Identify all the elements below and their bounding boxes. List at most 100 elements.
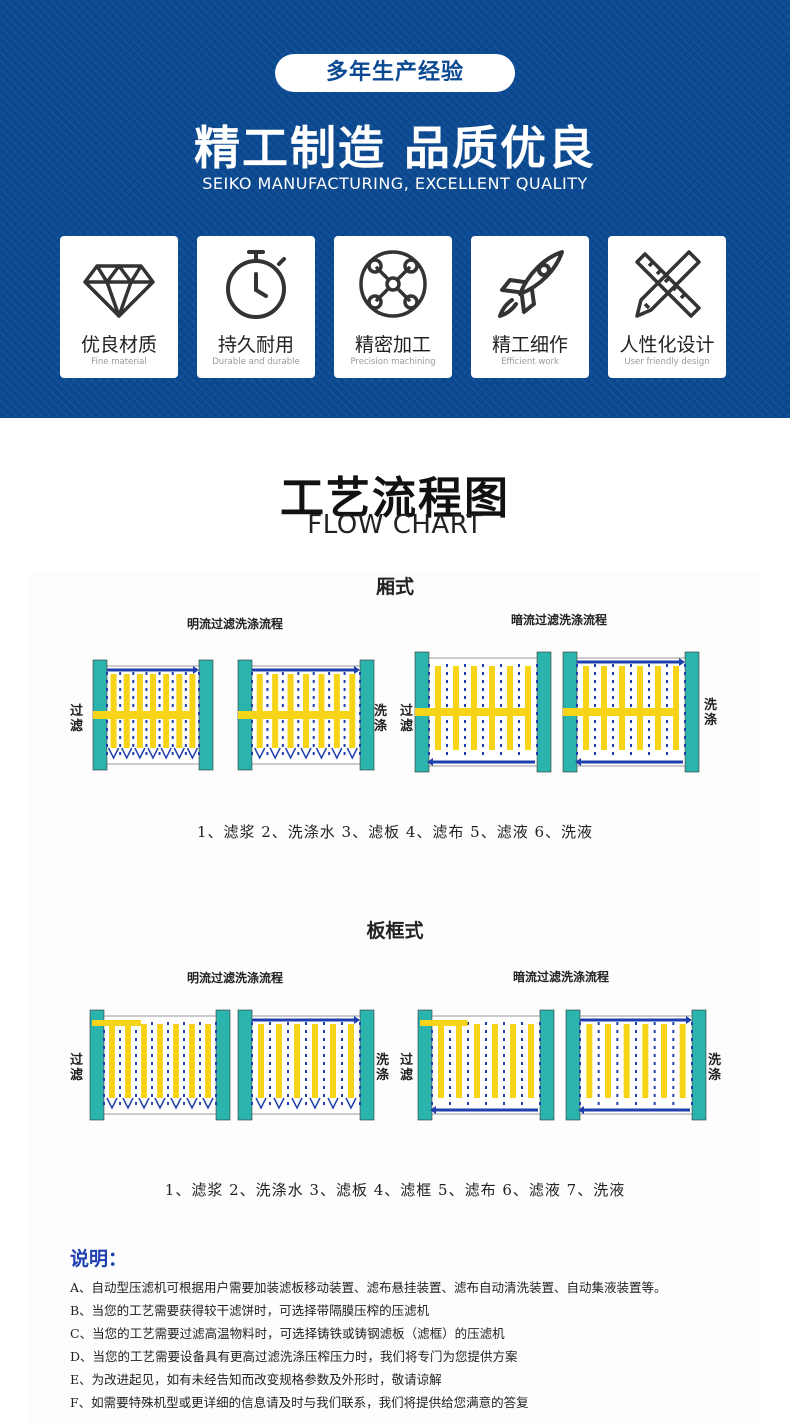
plate-frame-wash-side-label: 洗涤 bbox=[376, 1053, 390, 1083]
feed-channel bbox=[238, 711, 350, 719]
cloth-tip bbox=[273, 1097, 285, 1110]
plate-frame-dark-wash-side-label: 洗涤 bbox=[708, 1053, 722, 1083]
arrow-head bbox=[427, 758, 433, 766]
arrow-head bbox=[193, 666, 199, 674]
cloth-tip bbox=[315, 747, 328, 760]
chamber-fill bbox=[510, 1024, 516, 1098]
feed-channel bbox=[415, 708, 527, 716]
end-plate bbox=[539, 1009, 555, 1121]
flow-chart-subtitle: FLOW CHART bbox=[307, 510, 483, 540]
chamber-fill bbox=[348, 1024, 354, 1098]
chamber-fill bbox=[205, 1024, 211, 1098]
ruler-pencil-icon bbox=[635, 250, 701, 318]
cloth-tip bbox=[107, 747, 120, 760]
cloth-tip bbox=[186, 1097, 198, 1110]
cloth-tip bbox=[202, 1097, 214, 1110]
cloth-tip bbox=[300, 747, 312, 760]
cloth-tip bbox=[331, 747, 343, 760]
chamber-fill bbox=[586, 1024, 593, 1098]
end-plate bbox=[536, 651, 552, 773]
chamber-fill bbox=[623, 1024, 630, 1098]
feed-channel bbox=[93, 711, 192, 719]
cloth-tip bbox=[138, 1097, 150, 1110]
cloth-tip bbox=[122, 1097, 134, 1110]
cloth-tip bbox=[134, 747, 146, 760]
chamber-fill bbox=[276, 1024, 282, 1098]
chamber-section-title: 厢式 bbox=[375, 576, 414, 598]
chamber-fill bbox=[474, 1024, 480, 1098]
feature-card-precision: 精密加工 Precision machining bbox=[334, 236, 452, 378]
chamber-fill bbox=[528, 1024, 534, 1098]
chamber-fill bbox=[330, 1024, 336, 1098]
feature-card-design: 人性化设计 User friendly design bbox=[608, 236, 726, 378]
experience-pill: 多年生产经验 bbox=[275, 54, 515, 92]
chamber-fill bbox=[438, 1024, 444, 1098]
plate-frame-open-label: 明流过滤洗涤流程 bbox=[187, 971, 284, 985]
chamber-fill bbox=[173, 1024, 179, 1098]
cloth-tip bbox=[327, 1097, 339, 1110]
note-item: C、当您的工艺需要过滤高温物料时，可选择铸铁或铸钢滤板（滤框）的压滤机 bbox=[70, 1326, 505, 1341]
chamber-fill bbox=[492, 1024, 498, 1098]
chamber-filter-side-label: 过滤 bbox=[70, 704, 84, 734]
note-item: E、为改进起见，如有未经告知而改变规格参数及外形时，敬请谅解 bbox=[70, 1372, 442, 1387]
cloth-tip bbox=[160, 747, 172, 760]
end-plate bbox=[237, 1009, 253, 1121]
cloth-tip bbox=[345, 1097, 357, 1110]
note-item: D、当您的工艺需要设备具有更高过滤洗涤压榨压力时，我们将专门为您提供方案 bbox=[70, 1349, 518, 1364]
cloth-tip bbox=[284, 747, 297, 760]
chamber-fill bbox=[157, 1024, 163, 1098]
chamber-dark-label: 暗流过滤洗涤流程 bbox=[511, 613, 608, 627]
chamber-fill bbox=[642, 1024, 649, 1098]
feature-card-durable: 持久耐用 Durable and durable bbox=[197, 236, 315, 378]
feed-channel bbox=[92, 1020, 141, 1026]
note-item: B、当您的工艺需要获得较干滤饼时，可选择带隔膜压榨的压滤机 bbox=[70, 1303, 430, 1318]
chamber-fill bbox=[125, 1024, 131, 1098]
chamber-fill bbox=[312, 1024, 318, 1098]
chamber-fill bbox=[525, 666, 531, 750]
cloth-tip bbox=[269, 747, 281, 760]
flow-chart-title: 工艺流程图 bbox=[280, 473, 510, 524]
feature-card-efficient: 精工细作 Efficient work bbox=[471, 236, 589, 378]
arrow-head bbox=[686, 1016, 692, 1024]
notes-title: 说明： bbox=[70, 1248, 128, 1270]
cloth-tip bbox=[309, 1097, 321, 1110]
end-plate bbox=[565, 1009, 581, 1121]
end-plate bbox=[691, 1009, 707, 1121]
cloth-tip bbox=[170, 1097, 182, 1110]
cloth-tip bbox=[147, 747, 159, 760]
note-item: F、如需要特殊机型或更详细的信息请及时与我们联系，我们将提供给您满意的答复 bbox=[70, 1395, 529, 1410]
cloth-tip bbox=[291, 1097, 303, 1110]
plate-frame-legend: 1、滤浆 2、洗涤水 3、滤板 4、滤框 5、滤布 6、滤液 7、洗液 bbox=[164, 1181, 626, 1199]
cloth-tip bbox=[121, 747, 133, 760]
chamber-fill bbox=[109, 1024, 115, 1098]
chamber-fill bbox=[258, 1024, 264, 1098]
banner-title: 精工制造 品质优良 bbox=[193, 121, 596, 175]
gear-tools-icon bbox=[359, 250, 427, 318]
cloth-tip bbox=[255, 1097, 267, 1110]
arrow-head bbox=[575, 758, 581, 766]
plate-frame-filter-side-label: 过滤 bbox=[70, 1053, 84, 1083]
chamber-fill bbox=[456, 1024, 462, 1098]
cloth-tip bbox=[254, 747, 266, 760]
end-plate bbox=[359, 1009, 375, 1121]
arrow-head bbox=[679, 658, 685, 666]
rocket-icon bbox=[498, 250, 564, 318]
chamber-dark-filter-side-label: 过滤 bbox=[400, 704, 414, 734]
feed-channel bbox=[420, 1020, 468, 1026]
end-plate bbox=[89, 1009, 105, 1121]
cloth-tip bbox=[173, 747, 185, 760]
chamber-fill bbox=[673, 666, 679, 750]
hero-banner: 多年生产经验 精工制造 品质优良 SEIKO MANUFACTURING, EX… bbox=[0, 0, 790, 418]
diamond-icon bbox=[83, 264, 155, 318]
end-plate bbox=[215, 1009, 231, 1121]
banner-subtitle: SEIKO MANUFACTURING, EXCELLENT QUALITY bbox=[202, 174, 588, 193]
cloth-tip bbox=[186, 747, 199, 760]
chamber-legend: 1、滤浆 2、洗涤水 3、滤板 4、滤布 5、滤液 6、洗液 bbox=[196, 823, 594, 841]
feature-card-material: 优良材质 Fine material bbox=[60, 236, 178, 378]
plate-frame-section-title: 板框式 bbox=[366, 920, 424, 942]
chamber-fill bbox=[605, 1024, 611, 1098]
plate-frame-dark-filter-side-label: 过滤 bbox=[400, 1053, 414, 1083]
stopwatch-icon bbox=[226, 250, 286, 319]
chamber-fill bbox=[141, 1024, 147, 1098]
cloth-tip bbox=[106, 1097, 118, 1110]
